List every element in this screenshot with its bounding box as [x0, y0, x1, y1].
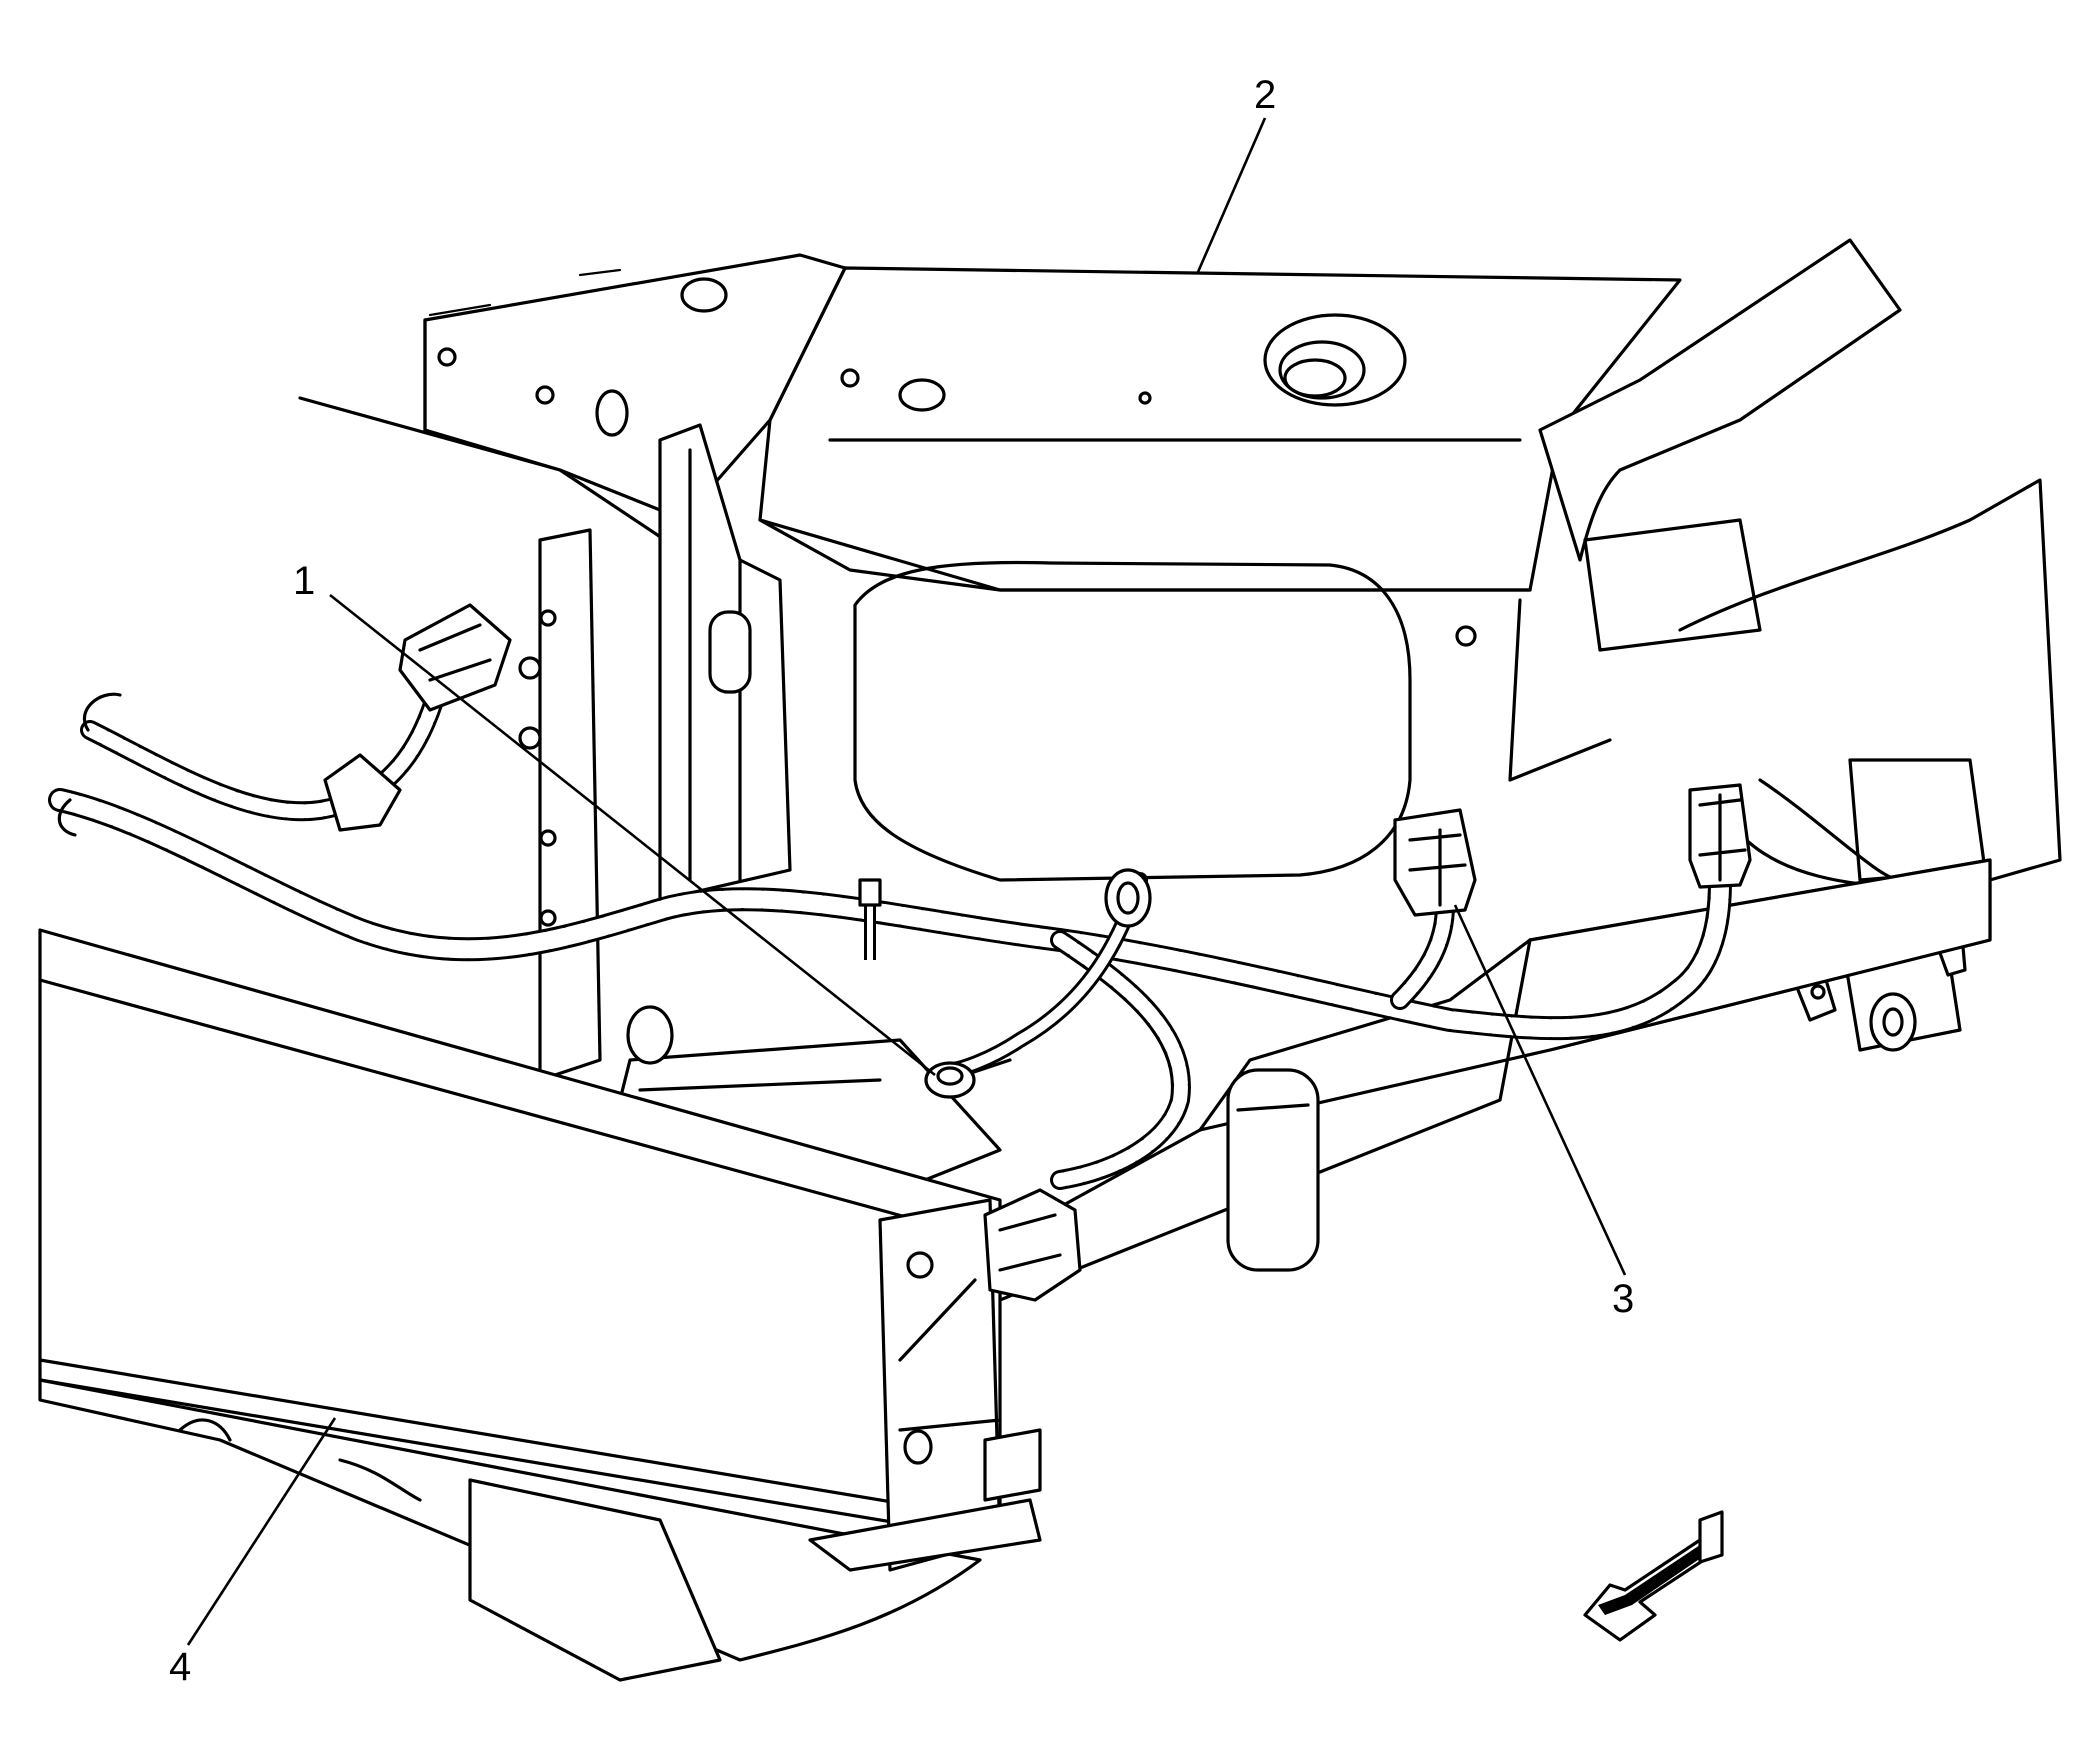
callout-2: 2	[1254, 73, 1276, 117]
ground-stud	[924, 1058, 1012, 1099]
connector-right	[1688, 783, 1752, 889]
callout-3: 3	[1612, 1277, 1634, 1321]
wiring-harness	[48, 670, 1732, 1190]
connector-upper-left	[323, 603, 512, 832]
callout-4: 4	[169, 1645, 191, 1689]
bumper-beam	[38, 928, 1042, 1682]
connector-lower	[983, 1188, 1082, 1302]
center-opening	[853, 560, 1412, 882]
leader-lines	[186, 117, 1627, 1646]
callout-1: 1	[293, 559, 315, 603]
connector-3	[1393, 808, 1477, 917]
upper-left-panel	[298, 253, 847, 542]
callouts: 1 2 3 4	[169, 73, 1634, 1689]
radiator-support-upper	[758, 266, 1682, 647]
view-direction-arrow-icon	[1583, 1510, 1724, 1642]
